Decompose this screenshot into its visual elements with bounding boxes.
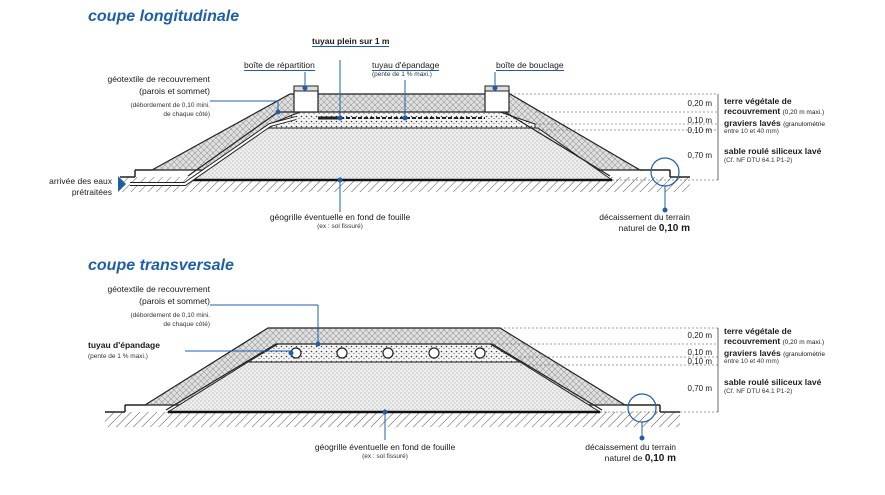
label-pente-t: (pente de 1 % maxi.) (88, 353, 148, 360)
label-geotextile: géotextile de recouvrement (107, 74, 210, 84)
label-boite-bouclage: boîte de bouclage (496, 60, 564, 71)
thickness-020-t: 0,20 m (687, 331, 712, 340)
label-pente: (pente de 1 % maxi.) (372, 71, 432, 78)
longitudinal-title: coupe longitudinale (88, 8, 240, 25)
inlet-arrow-icon (118, 176, 126, 192)
ground-hatch-2 (105, 412, 680, 427)
label-arrivee-2: prétraitées (71, 187, 112, 197)
label-terre-2: recouvrement (0,20 m maxi.) (724, 106, 825, 116)
label-terre: terre végétale de (724, 96, 792, 106)
label-geogrille-note-t: (ex : sol fissuré) (362, 453, 408, 460)
label-tuyau-t: tuyau d'épandage (88, 340, 160, 350)
label-graviers: graviers lavés (granulométrie (724, 118, 826, 128)
label-decaissement-t2: naturel de 0,10 m (604, 453, 676, 464)
thickness-010b: 0,10 m (687, 126, 712, 135)
pipe-section-5 (474, 347, 486, 359)
label-geogrille: géogrille éventuelle en fond de fouille (269, 212, 411, 222)
label-debordement-2: de chaque côté) (163, 111, 210, 118)
label-decaissement-t: décaissement du terrain (585, 442, 676, 452)
label-graviers-note-t: entre 10 et 40 mm) (724, 358, 779, 365)
distribution-box (293, 89, 319, 113)
label-debordement: (débordement de 0,10 mini. (130, 102, 211, 109)
label-debordement-t: (débordement de 0,10 mini. (130, 312, 211, 319)
pipe-section-4 (428, 347, 440, 359)
label-geogrille-note: (ex : sol fissuré) (317, 223, 363, 230)
label-boite-repartition: boîte de répartition (244, 60, 315, 71)
label-tuyau-epandage: tuyau d'épandage (372, 60, 440, 71)
geotextile-line (187, 111, 611, 177)
label-debordement-t2: de chaque côté) (163, 321, 210, 328)
label-sable: sable roulé siliceux lavé (724, 146, 822, 156)
label-sable-t: sable roulé siliceux lavé (724, 377, 822, 387)
label-geogrille-t: géogrille éventuelle en fond de fouille (314, 442, 456, 452)
pipe-section-3 (382, 347, 394, 359)
label-graviers-t: graviers lavés (granulométrie (724, 348, 826, 358)
thickness-070: 0,70 m (687, 151, 712, 160)
label-arrivee: arrivée des eaux (49, 176, 112, 186)
label-graviers-note: entre 10 et 40 mm) (724, 128, 779, 135)
thickness-020: 0,20 m (687, 99, 712, 108)
loop-box (484, 89, 510, 113)
longitudinal-section (118, 60, 719, 213)
label-geotextile-2: (parois et sommet) (139, 86, 210, 96)
thickness-010a: 0,10 m (687, 116, 712, 125)
thickness-070-t: 0,70 m (687, 384, 712, 393)
label-tuyau-plein: tuyau plein sur 1 m (312, 36, 390, 47)
label-sable-note: (Cf. NF DTU 64.1 P1-2) (724, 157, 793, 164)
label-terre-t2: recouvrement (0,20 m maxi.) (724, 336, 825, 346)
gravel-layer (269, 111, 536, 129)
label-terre-t: terre végétale de (724, 326, 792, 336)
transversal-title: coupe transversale (88, 257, 234, 274)
label-decaissement: décaissement du terrain (599, 212, 690, 222)
pipe-section-2 (336, 347, 348, 359)
transversal-section (105, 304, 719, 441)
thickness-010a-t: 0,10 m (687, 348, 712, 357)
label-sable-note-t: (Cf. NF DTU 64.1 P1-2) (724, 388, 793, 395)
label-geotextile-t: géotextile de recouvrement (107, 284, 210, 294)
label-geotextile-t2: (parois et sommet) (139, 296, 210, 306)
thickness-010b-t: 0,10 m (687, 357, 712, 366)
label-decaissement-2: naturel de 0,10 m (618, 223, 690, 234)
